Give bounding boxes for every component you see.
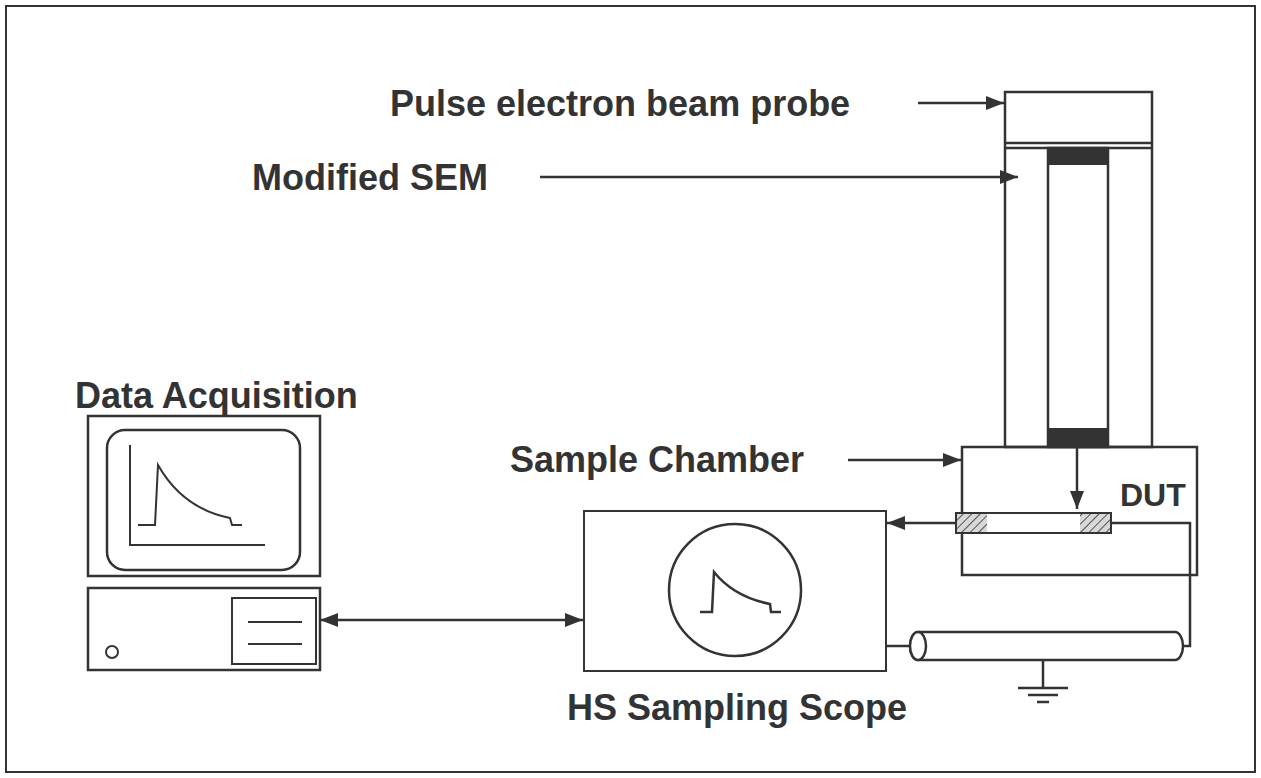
- dut-box: DUT: [955, 512, 1112, 534]
- node-heading: DUT: [1120, 476, 1186, 514]
- monitor-waveform: [138, 465, 242, 525]
- disk-drive: [232, 598, 316, 664]
- electron-gun: [1048, 148, 1108, 165]
- drive-slot: [248, 621, 302, 623]
- leader-arrow: [540, 176, 1018, 179]
- scope-box: HS Sampling Scope: [583, 510, 887, 672]
- computer-monitor: [88, 416, 320, 576]
- plot-axes: [130, 445, 265, 545]
- drive-slot: [248, 643, 302, 645]
- scope-screen: [669, 524, 801, 656]
- ground-symbol: [1028, 694, 1058, 697]
- part-label: Pulse electron beam probe: [390, 82, 850, 125]
- coax-cable: [910, 632, 1183, 660]
- computer-node: Data Acquisition: [88, 416, 320, 670]
- node-heading: HS Sampling Scope: [567, 686, 907, 729]
- coax-end: [910, 632, 926, 660]
- part-label: Modified SEM: [252, 156, 488, 199]
- monitor-screen: [107, 430, 300, 570]
- electron-beam: [1076, 447, 1079, 509]
- leader-arrow: [918, 102, 1004, 105]
- signal-connector: [320, 619, 583, 622]
- computer-base: [88, 588, 320, 670]
- dut-contact: [1080, 512, 1112, 534]
- part-label: Sample Chamber: [510, 438, 804, 481]
- signal-wire: [1112, 523, 1190, 646]
- scope-waveform: [700, 572, 781, 612]
- ground-symbol: [1042, 660, 1045, 688]
- ground-symbol: [1037, 701, 1049, 704]
- sem-column: [1005, 92, 1152, 447]
- probe-divider: [1005, 142, 1152, 145]
- figure-frame: [6, 6, 1255, 772]
- ground-symbol: [1018, 687, 1068, 690]
- node-heading: Data Acquisition: [75, 374, 358, 417]
- leader-arrow: [848, 459, 961, 462]
- signal-connector: [887, 522, 955, 525]
- electron-column: [1048, 148, 1108, 447]
- coax-wire: [887, 645, 910, 648]
- dut-contact: [955, 512, 987, 534]
- sample-chamber: [962, 447, 1197, 575]
- power-button: [106, 646, 118, 658]
- final-lens: [1048, 428, 1108, 447]
